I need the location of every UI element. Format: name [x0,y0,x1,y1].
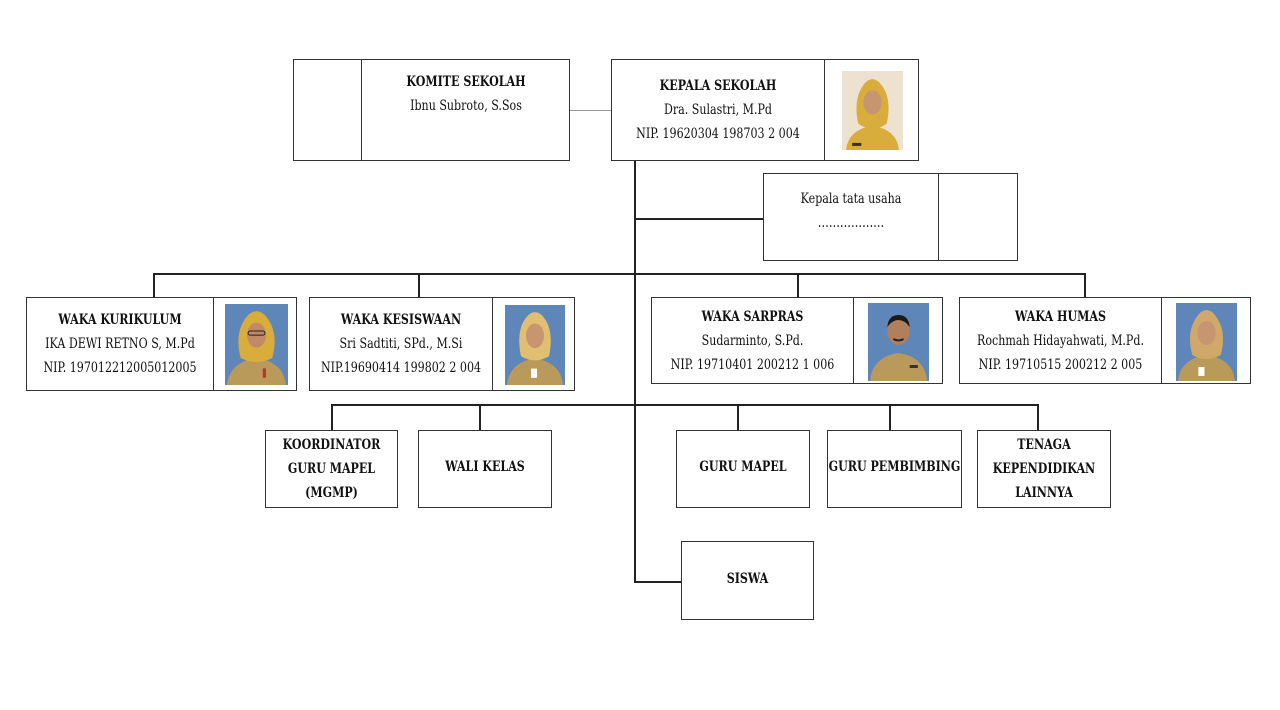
waka-kurikulum-text: WAKA KURIKULUM IKA DEWI RETNO S, M.Pd NI… [43,298,197,390]
unit-guru-mapel-text: GURU MAPEL [689,431,797,503]
waka-kesiswaan-nip: NIP.19690414 199802 2 004 [320,360,482,376]
kepala-divider [824,60,825,160]
unit-tenaga-kependidikan-box: TENAGA KEPENDIDIKAN LAINNYA [977,430,1111,508]
waka-sarpras-nip: NIP. 19710401 200212 1 006 [670,356,835,373]
connector-waka-sarpras [797,273,799,298]
waka-humas-title: WAKA HUMAS [1015,308,1106,325]
unit-wali-kelas-text: WALI KELAS [431,431,539,503]
connector-unit-tenaga [1037,404,1039,431]
waka-humas-nip: NIP. 19710515 200212 2 005 [978,356,1143,373]
unit-guru-pembimbing-text: GURU PEMBIMBING [829,431,961,503]
kepala-sekolah-box: KEPALA SEKOLAH Dra. Sulastri, M.Pd NIP. … [611,59,919,161]
kepala-photo [842,71,903,150]
unit-guru-mapel-label: GURU MAPEL [699,459,787,475]
unit-koordinator-line-2: GURU MAPEL [287,461,376,477]
komite-divider [361,60,362,160]
kepala-nip: NIP. 19620304 198703 2 004 [636,126,800,142]
connector-komite [570,110,612,111]
waka-kurikulum-divider [213,298,214,390]
unit-koordinator-mgmp-text: KOORDINATOR GURU MAPEL (MGMP) [278,431,385,507]
kepala-text: KEPALA SEKOLAH Dra. Sulastri, M.Pd NIP. … [631,60,805,160]
tata-usaha-title: Kepala tata usaha [800,191,902,207]
unit-tenaga-kependidikan-text: TENAGA KEPENDIDIKAN LAINNYA [990,431,1098,507]
connector-waka-humas [1084,273,1086,298]
connector-units-horizontal [331,404,1038,406]
waka-kesiswaan-photo [505,305,565,385]
waka-kesiswaan-divider [492,298,493,390]
waka-sarpras-box: WAKA SARPRAS Sudarminto, S.Pd. NIP. 1971… [651,297,943,384]
connector-unit-guru-mapel [737,404,739,431]
waka-sarpras-title: WAKA SARPRAS [701,308,804,325]
connector-unit-wali-kelas [479,404,481,431]
connector-waka-kesiswaan [418,273,420,298]
unit-koordinator-line-1: KOORDINATOR [282,437,381,453]
waka-humas-photo [1176,303,1237,381]
siswa-box: SISWA [681,541,814,620]
unit-tenaga-line-3: LAINNYA [1015,485,1073,501]
connector-main-vertical [634,160,636,583]
unit-tenaga-line-2: KEPENDIDIKAN [992,461,1096,477]
waka-kurikulum-photo [225,304,288,385]
unit-guru-pembimbing-box: GURU PEMBIMBING [827,430,962,508]
waka-kurikulum-nip: NIP. 197012212005012005 [43,360,197,376]
komite-text: KOMITE SEKOLAH Ibnu Subroto, S.Sos [381,60,552,130]
tata-usaha-text: Kepala tata usaha ……………… [780,174,923,248]
waka-humas-divider [1161,298,1162,383]
connector-unit-mgmp [331,404,333,431]
connector-waka-kurikulum [153,273,155,298]
unit-koordinator-mgmp-box: KOORDINATOR GURU MAPEL (MGMP) [265,430,398,508]
connector-unit-guru-pembimbing [889,404,891,431]
waka-sarpras-name: Sudarminto, S.Pd. [701,332,804,349]
unit-tenaga-line-1: TENAGA [1017,437,1071,453]
waka-kesiswaan-text: WAKA KESISWAAN Sri Sadtiti, SPd., M.Si N… [321,298,481,390]
unit-wali-kelas-label: WALI KELAS [445,459,525,475]
waka-kurikulum-box: WAKA KURIKULUM IKA DEWI RETNO S, M.Pd NI… [26,297,297,391]
waka-kurikulum-name: IKA DEWI RETNO S, M.Pd [45,336,195,352]
waka-humas-text: WAKA HUMAS Rochmah Hidayahwati, M.Pd. NI… [977,298,1144,383]
tata-usaha-box: Kepala tata usaha ……………… [763,173,1018,261]
waka-humas-name: Rochmah Hidayahwati, M.Pd. [977,332,1144,349]
komite-name: Ibnu Subroto, S.Sos [410,98,522,114]
connector-waka-horizontal [153,273,1085,275]
connector-siswa [634,581,682,583]
tata-usaha-name: ……………… [817,215,885,231]
siswa-text: SISWA [694,542,801,615]
waka-humas-box: WAKA HUMAS Rochmah Hidayahwati, M.Pd. NI… [959,297,1251,384]
tata-usaha-divider [938,174,939,260]
waka-kurikulum-title: WAKA KURIKULUM [58,312,182,328]
unit-guru-mapel-box: GURU MAPEL [676,430,810,508]
waka-sarpras-photo [868,303,929,381]
waka-kesiswaan-box: WAKA KESISWAAN Sri Sadtiti, SPd., M.Si N… [309,297,575,391]
komite-title: KOMITE SEKOLAH [406,74,526,90]
unit-koordinator-line-3: (MGMP) [305,485,358,501]
waka-kesiswaan-title: WAKA KESISWAAN [340,312,462,328]
unit-wali-kelas-box: WALI KELAS [418,430,552,508]
komite-sekolah-box: KOMITE SEKOLAH Ibnu Subroto, S.Sos [293,59,570,161]
siswa-label: SISWA [726,570,769,587]
kepala-name: Dra. Sulastri, M.Pd [663,102,773,118]
waka-sarpras-text: WAKA SARPRAS Sudarminto, S.Pd. NIP. 1971… [670,298,835,383]
connector-tata-usaha [634,218,764,220]
unit-guru-pembimbing-label: GURU PEMBIMBING [828,459,961,475]
waka-kesiswaan-name: Sri Sadtiti, SPd., M.Si [339,336,463,352]
kepala-title: KEPALA SEKOLAH [659,78,777,94]
waka-sarpras-divider [853,298,854,383]
